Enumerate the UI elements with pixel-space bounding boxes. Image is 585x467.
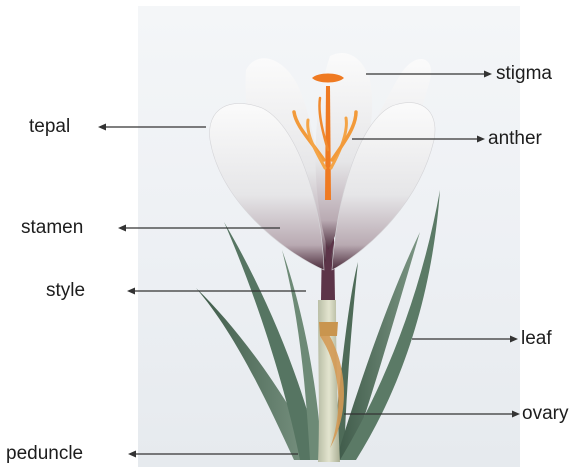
label-tepal: tepal [29,117,70,136]
label-stamen: stamen [21,218,83,237]
label-anther: anther [488,129,542,148]
arrowhead-stigma [484,71,492,78]
arrowhead-peduncle [128,451,136,458]
label-peduncle: peduncle [6,444,83,463]
arrowhead-style [127,288,135,295]
arrowhead-tepal [98,124,106,131]
arrowhead-ovary [512,411,520,418]
label-style: style [46,281,85,300]
arrowhead-anther [477,136,485,143]
arrowhead-stamen [118,225,126,232]
arrowhead-leaf [510,336,518,343]
label-leaf: leaf [521,329,552,348]
label-stigma: stigma [496,64,552,83]
label-ovary: ovary [522,404,568,423]
ovary-wrap [319,322,338,336]
